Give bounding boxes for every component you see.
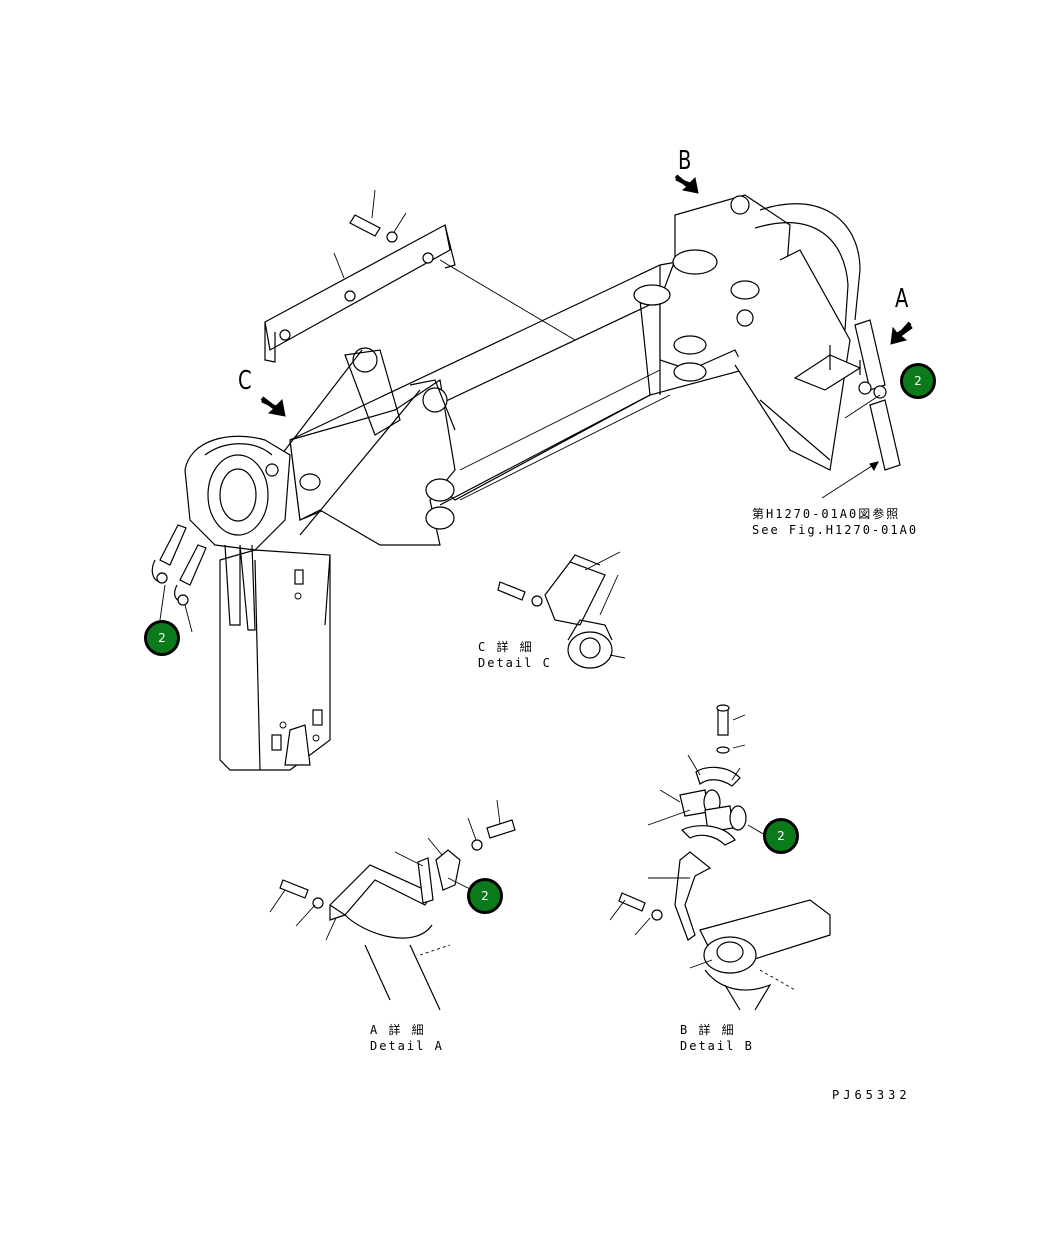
drawing-number: PJ65332 bbox=[832, 1088, 911, 1102]
detail-b-caption-jp: B 詳 細 bbox=[680, 1023, 736, 1037]
detail-c-drawing bbox=[497, 551, 626, 669]
view-label-c: C bbox=[238, 366, 252, 396]
part-callout-2-view-a[interactable]: 2 bbox=[900, 363, 936, 399]
reference-note-jp: 第H1270-01A0図参照 bbox=[752, 507, 901, 521]
detail-b-caption-en: Detail B bbox=[680, 1039, 754, 1053]
detail-a-caption-en: Detail A bbox=[370, 1039, 444, 1053]
detail-c-caption-jp: C 詳 細 bbox=[478, 640, 534, 654]
view-arrows bbox=[260, 174, 913, 417]
detail-a-drawing bbox=[269, 799, 516, 1011]
view-label-b: B bbox=[678, 146, 692, 176]
part-callout-2-left-hoses[interactable]: 2 bbox=[144, 620, 180, 656]
part-callout-2-detail-a[interactable]: 2 bbox=[467, 878, 503, 914]
boom-body bbox=[151, 189, 901, 771]
view-label-a: A bbox=[895, 284, 909, 314]
detail-c-caption-en: Detail C bbox=[478, 656, 552, 670]
reference-note-en: See Fig.H1270-01A0 bbox=[752, 523, 919, 537]
part-callout-2-detail-b[interactable]: 2 bbox=[763, 818, 799, 854]
detail-a-caption-jp: A 詳 細 bbox=[370, 1023, 426, 1037]
detail-b-drawing bbox=[609, 704, 831, 1011]
